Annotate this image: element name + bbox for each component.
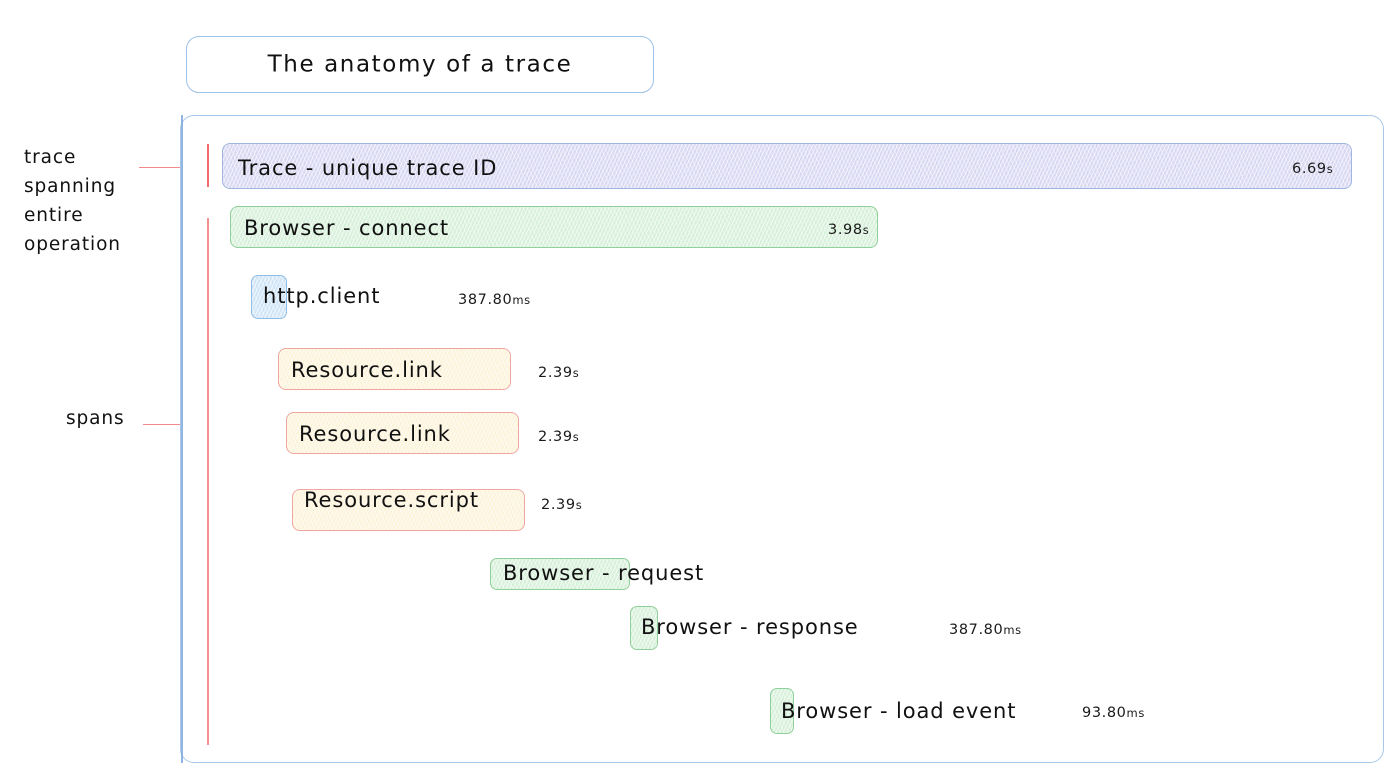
- span-duration-trace: 6.69s: [1292, 161, 1333, 177]
- span-duration-browser-connect: 3.98s: [828, 222, 869, 238]
- span-duration-browser-load-event: 93.80ms: [1082, 705, 1145, 721]
- span-duration-http-client: 387.80ms: [458, 292, 531, 308]
- span-bar-trace[interactable]: [222, 143, 1352, 189]
- span-label-resource-link-1: Resource.link: [291, 358, 443, 382]
- annotation-trace-leader-line: [139, 167, 207, 168]
- annotation-spans-bracket: [207, 218, 209, 745]
- span-bar-resource-script[interactable]: [292, 489, 525, 531]
- duration-unit: s: [572, 430, 580, 444]
- annotation-trace-bracket: [207, 144, 209, 187]
- duration-unit: s: [1326, 162, 1334, 176]
- span-label-resource-script: Resource.script: [304, 488, 479, 512]
- duration-value: 2.39: [538, 365, 573, 381]
- span-bar-http-client[interactable]: [251, 275, 287, 319]
- duration-value: 387.80: [458, 292, 513, 308]
- duration-value: 6.69: [1292, 161, 1327, 177]
- span-label-browser-request: Browser - request: [503, 561, 705, 585]
- span-bar-browser-request[interactable]: [490, 558, 630, 590]
- span-duration-browser-response: 387.80ms: [949, 622, 1022, 638]
- duration-unit: s: [862, 223, 870, 237]
- annotation-spans-label: spans: [66, 408, 125, 429]
- span-duration-resource-link-1: 2.39s: [538, 365, 579, 381]
- duration-unit: ms: [1126, 706, 1145, 720]
- duration-value: 93.80: [1082, 705, 1127, 721]
- annotation-spans-leader-line: [143, 424, 211, 425]
- span-label-http-client: http.client: [263, 284, 381, 308]
- span-bar-resource-link-2[interactable]: [286, 412, 519, 454]
- span-label-browser-response: Browser - response: [641, 615, 859, 639]
- span-bar-browser-connect[interactable]: [230, 206, 878, 248]
- span-duration-resource-script: 2.39s: [541, 497, 582, 513]
- span-label-browser-connect: Browser - connect: [244, 216, 450, 240]
- duration-value: 3.98: [828, 222, 863, 238]
- span-duration-resource-link-2: 2.39s: [538, 429, 579, 445]
- duration-unit: ms: [512, 293, 531, 307]
- duration-value: 387.80: [949, 622, 1004, 638]
- span-bar-browser-response[interactable]: [630, 606, 658, 650]
- duration-unit: s: [575, 498, 583, 512]
- page-title: The anatomy of a trace: [267, 50, 573, 77]
- span-bar-browser-load-event[interactable]: [770, 688, 794, 734]
- annotation-trace-label: trace spanning entire operation: [24, 147, 121, 255]
- title-card: The anatomy of a trace: [186, 36, 654, 93]
- span-label-trace: Trace - unique trace ID: [238, 156, 498, 180]
- span-label-resource-link-2: Resource.link: [299, 422, 451, 446]
- duration-unit: s: [572, 366, 580, 380]
- duration-unit: ms: [1003, 623, 1022, 637]
- frame-guide-line: [181, 115, 183, 763]
- duration-value: 2.39: [538, 429, 573, 445]
- span-bar-resource-link-1[interactable]: [278, 348, 511, 390]
- span-label-browser-load-event: Browser - load event: [781, 699, 1017, 723]
- duration-value: 2.39: [541, 497, 576, 513]
